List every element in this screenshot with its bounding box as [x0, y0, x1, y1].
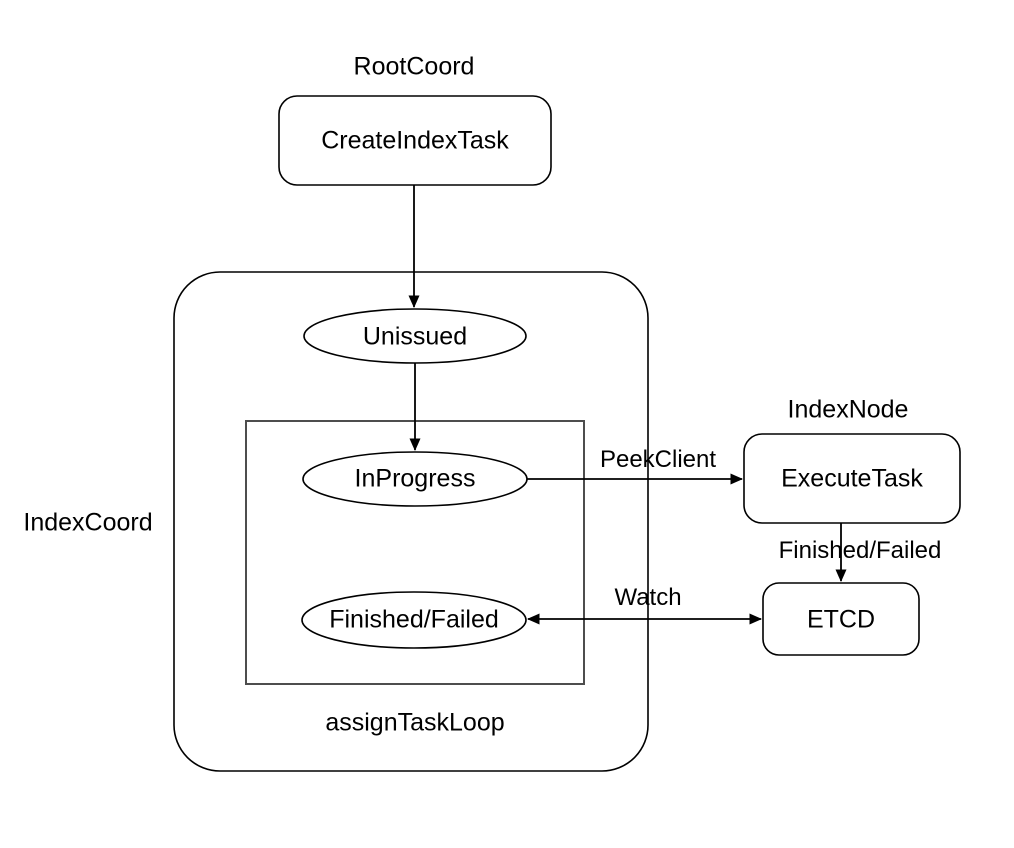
- node-in-progress-shape[interactable]: [302, 451, 528, 507]
- node-execute-task-shape[interactable]: [743, 433, 961, 524]
- node-create-index-task-shape[interactable]: [278, 95, 552, 186]
- node-etcd-shape[interactable]: [762, 582, 920, 656]
- node-unissued-shape[interactable]: [303, 308, 527, 364]
- node-finished-failed-shape[interactable]: [301, 591, 527, 649]
